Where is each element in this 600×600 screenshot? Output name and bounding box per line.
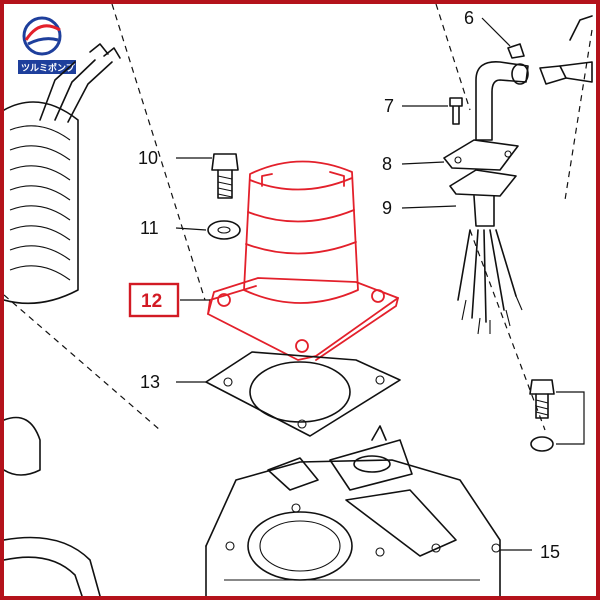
washer-right <box>530 436 554 452</box>
boundary-line-lower-left <box>4 294 161 431</box>
brand-logo: ツルミポンプ <box>18 16 76 74</box>
callout-7: 7 <box>384 96 394 116</box>
pipe-fitting-right <box>539 15 593 85</box>
cable-assembly <box>443 61 529 335</box>
pump-casing-part-15 <box>205 425 501 596</box>
boundary-line-top <box>435 4 471 111</box>
leader-11 <box>175 227 207 231</box>
callout-8: 8 <box>382 154 392 174</box>
leader-8 <box>401 161 445 165</box>
logo-text: ツルミポンプ <box>21 62 76 74</box>
exploded-view-drawing: ツルミポンプ <box>4 4 593 596</box>
boundary-line-far-right <box>564 29 593 201</box>
callout-15: 15 <box>540 542 560 562</box>
callout-11: 11 <box>140 218 159 238</box>
callout-9: 9 <box>382 198 392 218</box>
leader-6 <box>481 17 511 47</box>
callout-13: 13 <box>140 372 160 392</box>
boundary-line-right <box>469 229 546 431</box>
washer-part-11 <box>207 220 241 240</box>
callout-10: 10 <box>138 148 158 168</box>
callout-6: 6 <box>464 8 474 28</box>
screw-part-7 <box>449 97 463 125</box>
bolt-right <box>529 379 555 419</box>
fitting-part-6 <box>507 43 525 59</box>
bracket-line <box>556 391 585 445</box>
callout-12: 12 <box>141 291 162 312</box>
highlight-box-12 <box>128 282 180 318</box>
boundary-line-left <box>111 4 206 301</box>
gasket-part-13 <box>205 351 401 437</box>
motor-cover-part-12 <box>207 160 399 361</box>
motor-stator-coil <box>4 43 121 596</box>
bolt-part-10 <box>211 153 239 199</box>
leader-9 <box>401 205 457 209</box>
